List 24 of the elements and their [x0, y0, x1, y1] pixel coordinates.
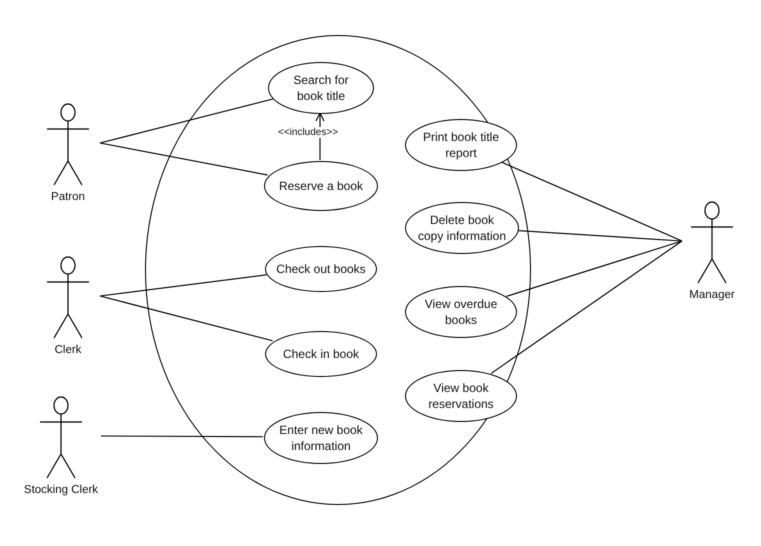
use-case-label: Delete book copy information: [416, 212, 508, 244]
actor-name: Stocking Clerk: [22, 484, 100, 496]
association-line: [490, 240, 682, 374]
use-case-label: Reserve a book: [278, 178, 364, 194]
use-case-label: Check in book: [282, 346, 360, 362]
association-line: [101, 435, 263, 438]
use-case-label: Enter new book information: [278, 422, 364, 454]
association-line: [100, 274, 267, 297]
association-line: [100, 295, 273, 342]
association-line: [500, 161, 682, 242]
use-case-label: Check out books: [275, 261, 367, 277]
actor-name: Manager: [688, 289, 736, 301]
association-line: [517, 230, 682, 242]
edge-label: <<includes>>: [277, 127, 340, 138]
system-boundary-ellipse: [145, 35, 531, 505]
association-line: [506, 240, 682, 297]
association-line: [100, 98, 274, 144]
association-line: [100, 142, 268, 176]
use-case-label: Search for book title: [292, 72, 350, 104]
use-case-label: View overdue books: [424, 296, 498, 328]
actor-name: Clerk: [54, 344, 82, 356]
use-case-label: Print book title report: [422, 129, 500, 161]
actor-name: Patron: [50, 191, 86, 203]
use-case-label: View book reservations: [427, 380, 495, 412]
